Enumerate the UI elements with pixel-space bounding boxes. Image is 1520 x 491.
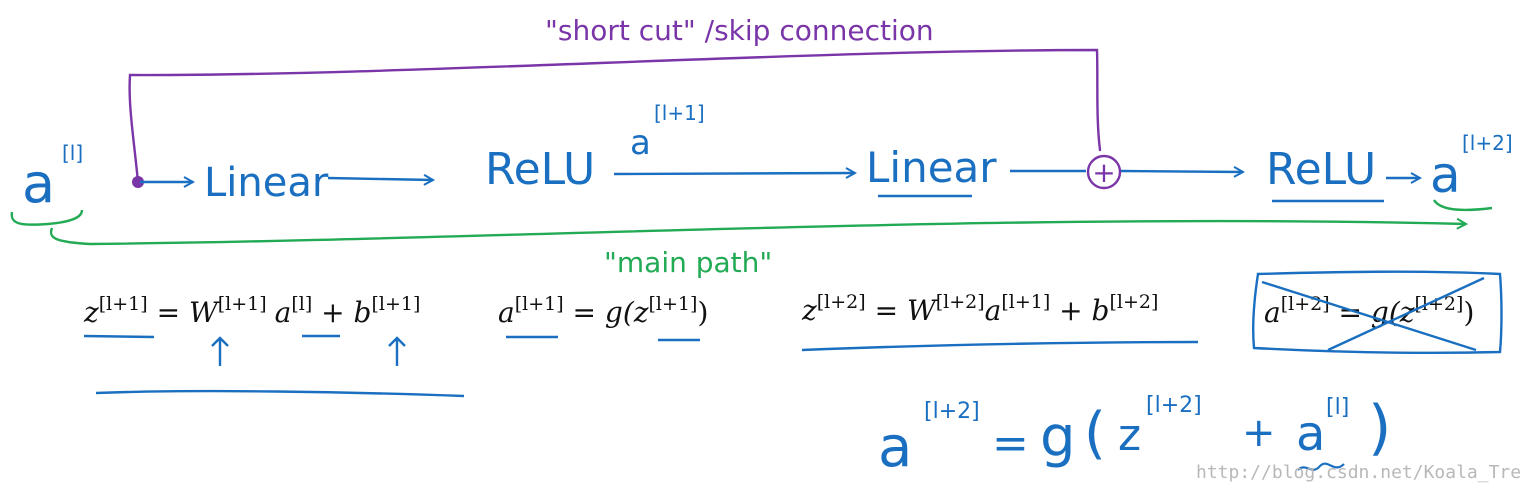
- equation-z-l2: z[l+2] = W[l+2]a[l+1] + b[l+2]: [801, 291, 1158, 327]
- arrow-to-relu-2: [1120, 171, 1243, 172]
- add-node-circle: [1086, 154, 1122, 190]
- arrow-to-relu-1: [327, 178, 433, 180]
- equation-annotations: [83, 270, 1503, 398]
- mid-activation: a: [630, 123, 651, 163]
- result-g: g: [1040, 405, 1076, 470]
- cross-line-2: [1327, 276, 1485, 352]
- mid-activation-superscript: [l+1]: [654, 101, 705, 125]
- underline-eq1-long: [95, 389, 465, 398]
- input-activation: a: [22, 152, 55, 215]
- main-path-brace-line: [49, 221, 1466, 246]
- skip-connection: "short cut" /skip connection +: [128, 14, 1122, 190]
- result-a-l: a: [1296, 406, 1325, 462]
- watermark-url: http://blog.csdn.net/Koala_Tree: [1196, 462, 1520, 483]
- relu-1-label: ReLU: [485, 144, 595, 195]
- up-arrow-b-icon: [388, 336, 406, 366]
- equation-z-l1: z[l+1] = W[l+1]a[l] + b[l+1]: [83, 293, 420, 329]
- equation-a-l2-crossed: a[l+2] = g(z[l+2]): [1264, 293, 1474, 329]
- main-path-brace-right: [1432, 199, 1493, 212]
- main-path-brace-left: [10, 209, 84, 226]
- equations-row: z[l+1] = W[l+1]a[l] + b[l+1] a[l+1] = g(…: [83, 291, 1474, 329]
- skip-connection-path: [128, 48, 1102, 184]
- result-z-superscript: [l+2]: [1146, 393, 1202, 418]
- underline-z-l1: [83, 334, 155, 339]
- residual-result-equation: a [l+2] = g ( z [l+2] + a [l] ): [878, 393, 1391, 480]
- result-a: a: [878, 415, 912, 480]
- input-activation-superscript: [l]: [62, 141, 83, 165]
- output-activation-superscript: [l+2]: [1462, 131, 1513, 155]
- skip-connection-label: "short cut" /skip connection: [545, 14, 934, 47]
- relu-2-label: ReLU: [1266, 144, 1376, 195]
- main-path-brace: "main path": [10, 199, 1493, 279]
- result-z: z: [1118, 410, 1141, 461]
- output-activation: a: [1430, 146, 1461, 204]
- main-path-row: a [l] Linear ReLU a [l+1] Linear ReLU a …: [22, 101, 1513, 215]
- main-path-label: "main path": [604, 246, 772, 279]
- crossed-out-box: [1252, 270, 1503, 354]
- result-equals: =: [992, 418, 1029, 469]
- result-a-superscript: [l+2]: [924, 399, 980, 424]
- cross-line-1: [1261, 280, 1477, 352]
- add-node-plus: +: [1092, 156, 1115, 189]
- linear-2-label: Linear: [866, 143, 997, 192]
- result-plus: +: [1242, 410, 1276, 456]
- skip-branch-dot: [132, 176, 144, 188]
- underline-eq3: [801, 340, 1199, 352]
- result-a-l-squiggle: [1297, 462, 1345, 471]
- result-a-l-superscript: [l]: [1326, 395, 1349, 420]
- arrow-to-linear-2: [613, 173, 855, 174]
- linear-1-label: Linear: [204, 160, 329, 206]
- result-close-paren: ): [1368, 393, 1391, 463]
- equation-a-l1: a[l+1] = g(z[l+1]): [498, 293, 708, 329]
- result-open-paren: (: [1084, 401, 1106, 466]
- up-arrow-w-icon: [211, 336, 229, 366]
